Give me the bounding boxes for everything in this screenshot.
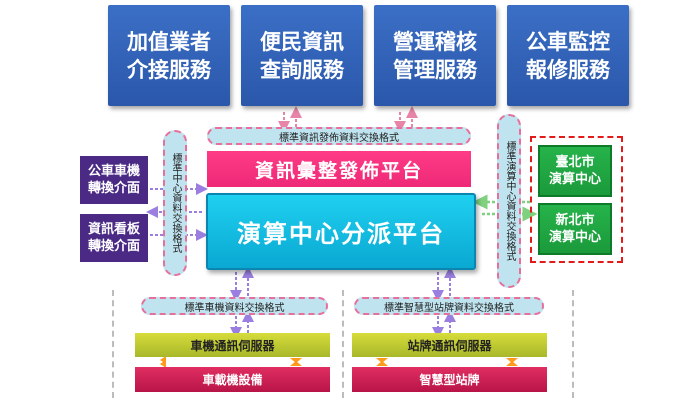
std-vehicle-format: 標準車機資料交換格式	[141, 297, 328, 315]
smart-bus-stop: 智慧型站牌	[352, 367, 547, 392]
bus-device-interface: 公車車機 轉換介面	[80, 156, 148, 204]
vehicle-device: 車載機設備	[135, 367, 330, 392]
service-box-public-info: 便民資訊 查詢服務	[241, 5, 363, 106]
std-smartstop-format: 標準智慧型站牌資料交換格式	[354, 297, 544, 315]
calc-centers-group	[530, 136, 623, 263]
service-label: 便民資訊 查詢服務	[260, 29, 344, 82]
service-box-value-added: 加值業者 介接服務	[108, 5, 230, 106]
std-center-format-vertical: 標準中心資料交換格式	[163, 130, 187, 276]
service-label: 營運稽核 管理服務	[393, 29, 477, 82]
publish-platform: 資訊彙整發佈平台	[207, 151, 471, 187]
taipei-calc-center: 臺北市 演算中心	[538, 145, 612, 197]
service-box-operation-audit: 營運稽核 管理服務	[374, 5, 496, 106]
service-label: 公車監控 報修服務	[526, 29, 610, 82]
dispatch-platform: 演算中心分派平台	[206, 193, 476, 270]
std-publish-format: 標準資訊發佈資料交換格式	[207, 127, 471, 145]
newtaipei-calc-center: 新北市 演算中心	[538, 203, 612, 255]
service-box-bus-monitor: 公車監控 報修服務	[507, 5, 629, 106]
std-calc-center-format-vertical: 標準演算中心資料交換格式	[497, 114, 521, 288]
service-label: 加值業者 介接服務	[127, 29, 211, 82]
info-board-interface: 資訊看板 轉換介面	[80, 214, 148, 262]
stop-comm-server: 站牌通訊伺服器	[352, 333, 547, 357]
divider-line	[342, 290, 344, 398]
divider-line	[112, 290, 114, 398]
divider-line	[572, 290, 574, 398]
server-device-arrows	[160, 356, 518, 368]
vehicle-comm-server: 車機通訊伺服器	[135, 333, 330, 357]
